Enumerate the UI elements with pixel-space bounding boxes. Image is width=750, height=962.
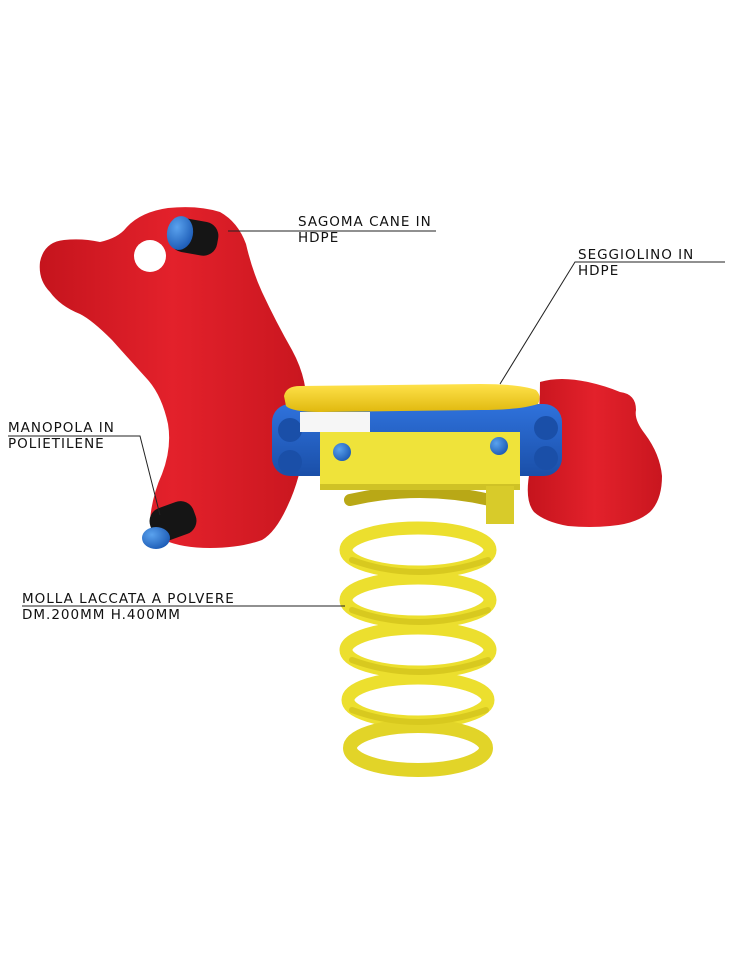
callout-seat-line1: SEGGIOLINO IN [578,247,695,263]
callout-handle: MANOPOLA IN POLIETILENE [8,420,115,452]
callout-body-line2: HDPE [298,230,340,246]
callout-body-line1: SAGOMA CANE IN [298,214,432,230]
callout-spring-line1: MOLLA LACCATA A POLVERE [22,591,235,607]
callout-seat-line2: HDPE [578,263,620,279]
handle-knob-icon [142,501,197,549]
dog-tail-shape [527,379,662,527]
callout-seat: SEGGIOLINO IN HDPE [578,247,694,279]
callout-body: SAGOMA CANE IN HDPE [298,214,432,246]
leader-line-seat [499,261,725,385]
callout-handle-line2: POLIETILENE [8,436,105,452]
callout-spring-line2: DM.200MM H.400MM [22,607,181,623]
seat [284,384,540,412]
leader-lines [8,230,725,607]
callout-handle-line1: MANOPOLA IN [8,420,115,436]
leader-line-handle [8,435,161,516]
dog-body-shape [39,207,306,548]
mounting-bracket [320,432,520,524]
coil-spring [339,486,497,777]
eye-hole [134,240,166,272]
callout-spring: MOLLA LACCATA A POLVERE DM.200MM H.400MM [22,591,235,623]
handle-knob-icon [166,216,219,256]
